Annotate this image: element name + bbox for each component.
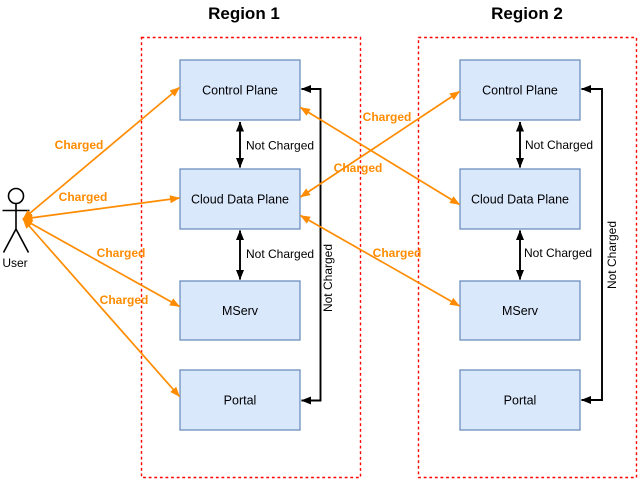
r2-portal-label: Portal [504,394,537,408]
user-label: User [2,256,27,270]
charged-label-user-mserv: Charged [97,246,146,260]
arrow-r1-portal-controlplane [301,85,322,405]
not-charged-label-r1-top: Not Charged [246,139,314,153]
r2-portal-box [459,369,581,431]
arrow-r2-portal-controlplane [581,85,603,404]
r2-mserv-box [459,280,581,341]
arrow-user-r1-portal [22,218,181,398]
r1-mserv-label: MServ [222,304,259,318]
charged-label-user-portal: Charged [100,293,149,307]
charged-label-user-clouddataplane: Charged [59,190,108,204]
r1-cloud-data-plane-box [179,168,301,230]
r1-control-plane-box [179,59,301,121]
r2-cloud-data-plane-label: Cloud Data Plane [471,193,569,207]
region-1-title: Region 1 [208,4,280,23]
user-actor: User [2,187,30,270]
region-2-frame [417,36,638,479]
not-charged-label-r2-mid: Not Charged [524,246,592,260]
arrow-user-r1-clouddataplane [22,195,180,222]
charged-label-cross-bottom: Charged [373,246,422,260]
r1-control-plane-label: Control Plane [202,84,278,98]
arrow-r1-clouddataplane-r2-mserv [300,214,460,307]
user-actor-icon [2,203,30,253]
arrow-r1-clouddataplane-r2-controlplane [300,90,460,198]
charged-label-user-controlplane: Charged [55,138,104,152]
not-charged-label-r2-top: Not Charged [525,138,593,152]
region-1: Region 1 Control Plane Cloud Data Plane … [140,4,362,479]
r2-mserv-label: MServ [502,304,539,318]
r1-portal-box [179,369,301,431]
charged-label-cross-mid: Charged [334,161,383,175]
not-charged-label-r2-loop: Not Charged [605,221,619,289]
charged-label-cross-top: Charged [363,110,412,124]
r2-control-plane-box [459,59,581,121]
r2-cloud-data-plane-box [459,168,581,230]
r2-control-plane-label: Control Plane [482,84,558,98]
not-charged-label-r1-mid: Not Charged [246,247,314,261]
region-2-title: Region 2 [491,4,563,23]
r1-portal-label: Portal [224,394,257,408]
user-actor-icon [7,187,25,205]
not-charged-label-r1-loop: Not Charged [321,244,335,312]
region-2: Region 2 Control Plane Cloud Data Plane … [417,4,638,479]
r1-mserv-box [179,280,301,341]
r1-cloud-data-plane-label: Cloud Data Plane [191,193,289,207]
